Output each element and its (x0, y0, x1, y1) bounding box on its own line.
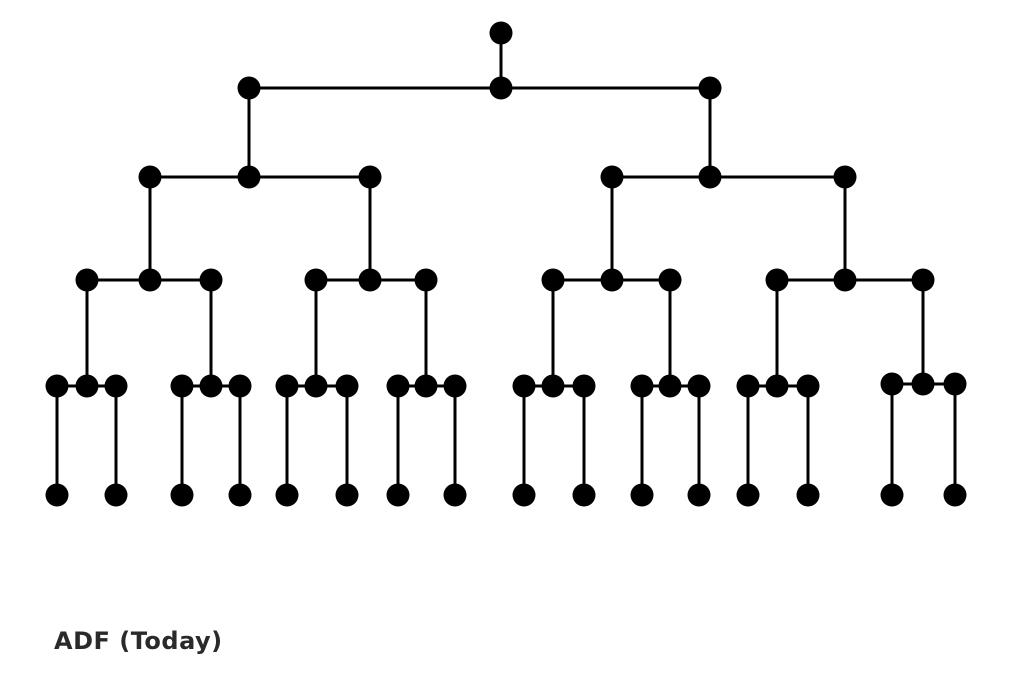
tree-node-lllll (45, 483, 69, 507)
tree-node-rr-junction (833, 268, 857, 292)
tree-node-llrl (170, 374, 194, 398)
tree-node-lrrl (386, 374, 410, 398)
tree-node-llll (45, 374, 69, 398)
tree-node-r (698, 76, 722, 100)
tree-node-l (237, 76, 261, 100)
tree-node-rll-junction (541, 374, 565, 398)
tree-node-rl (600, 165, 624, 189)
tree-node-rll (541, 268, 565, 292)
tree-node-rlrll (630, 483, 654, 507)
tree-node-lll-junction (75, 374, 99, 398)
tree-node-lrrrl (443, 483, 467, 507)
tree-node-rllr (572, 374, 596, 398)
tree-node-rlr (658, 268, 682, 292)
tree-node-rrrr (943, 372, 967, 396)
tree-node-rrll (736, 374, 760, 398)
tree-node-lrll (275, 374, 299, 398)
tree-node-lrlr (335, 374, 359, 398)
tree-node-rrl (765, 268, 789, 292)
tree-node-lllr (104, 374, 128, 398)
tree-node-llrr (228, 374, 252, 398)
tree-node-rlrr (687, 374, 711, 398)
tree-node-rlr-junction (658, 374, 682, 398)
tree-node-rrlll (736, 483, 760, 507)
tree-node-llr (199, 268, 223, 292)
tree-node-ll (138, 165, 162, 189)
tree-node-lllrl (104, 483, 128, 507)
tree-node-lrlrl (335, 483, 359, 507)
tree-node-r-junction (698, 165, 722, 189)
nodes-layer (45, 21, 967, 507)
tree-node-rrr-junction (911, 372, 935, 396)
tree-node-rllrl (572, 483, 596, 507)
tree-node-root-junction (489, 76, 513, 100)
tree-node-llr-junction (199, 374, 223, 398)
tree-node-rrlr (796, 374, 820, 398)
tree-node-lrlll (275, 483, 299, 507)
tree-node-lll (75, 268, 99, 292)
tree-node-lrl-junction (304, 374, 328, 398)
tree-node-lr-junction (358, 268, 382, 292)
tree-node-rrlrl (796, 483, 820, 507)
edges-layer (55, 33, 957, 495)
tree-node-rlrrl (687, 483, 711, 507)
tree-node-rr (833, 165, 857, 189)
tree-node-lrr (414, 268, 438, 292)
tree-node-root (489, 21, 513, 45)
tree-node-rrr (911, 268, 935, 292)
tree-node-l-junction (237, 165, 261, 189)
tree-node-rrrl (880, 372, 904, 396)
tree-node-llrll (170, 483, 194, 507)
tree-node-rrrll (880, 483, 904, 507)
tree-node-lrrr (443, 374, 467, 398)
tree-node-rlll (512, 374, 536, 398)
tree-node-lrrll (386, 483, 410, 507)
tree-node-rlrl (630, 374, 654, 398)
tree-node-rrl-junction (765, 374, 789, 398)
tree-node-llrrl (228, 483, 252, 507)
tree-node-lrl (304, 268, 328, 292)
tree-node-lrr-junction (414, 374, 438, 398)
diagram-caption: ADF (Today) (54, 627, 223, 655)
tree-node-rl-junction (600, 268, 624, 292)
tree-node-lr (358, 165, 382, 189)
tree-node-ll-junction (138, 268, 162, 292)
tree-node-rrrrl (943, 483, 967, 507)
tree-node-rllll (512, 483, 536, 507)
